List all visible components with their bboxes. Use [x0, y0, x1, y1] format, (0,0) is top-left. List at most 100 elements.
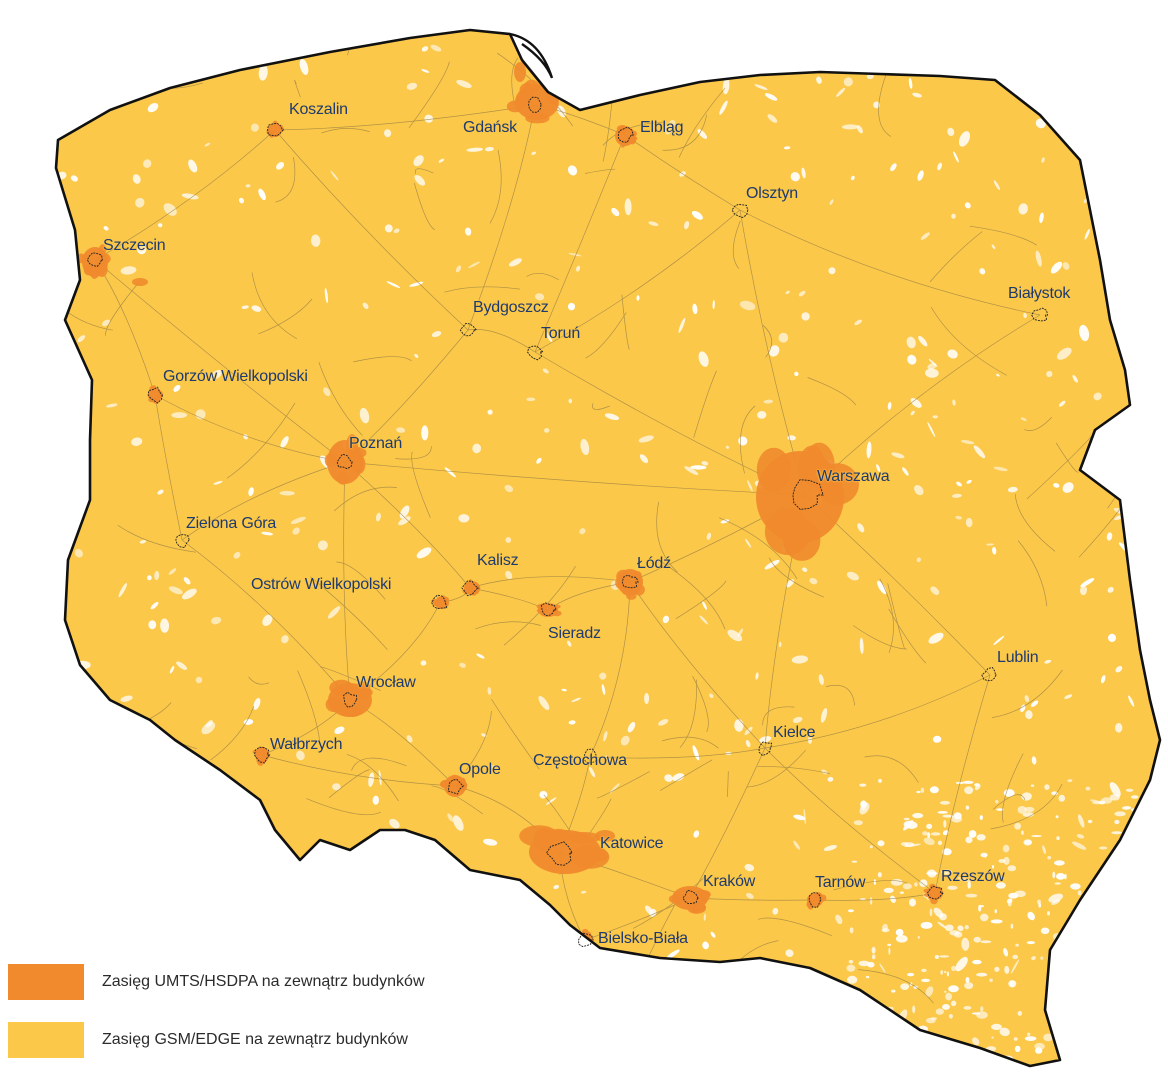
no-coverage-gap [62, 781, 76, 792]
no-coverage-gap [864, 1021, 871, 1028]
no-coverage-gap [1061, 46, 1075, 58]
minor-road [726, 771, 729, 798]
no-coverage-gap [1109, 1056, 1121, 1064]
no-coverage-gap [900, 842, 909, 846]
no-coverage-gap [201, 721, 216, 735]
umts-area-lobe [252, 750, 258, 754]
minor-road [336, 561, 386, 600]
no-coverage-gap [876, 464, 881, 472]
no-coverage-gap [1140, 926, 1147, 930]
no-coverage-gap [456, 80, 472, 88]
no-coverage-gap [1107, 586, 1114, 593]
no-coverage-gap [974, 783, 980, 787]
no-coverage-gap [493, 950, 501, 959]
no-coverage-gap [792, 716, 803, 723]
no-coverage-gap [990, 919, 1003, 924]
umts-area-lobe [266, 128, 272, 135]
city-boundary-szc [86, 252, 103, 268]
minor-road [762, 706, 795, 726]
umts-area-wal [255, 747, 269, 763]
no-coverage-gap [870, 1017, 875, 1023]
no-coverage-gap [135, 197, 145, 208]
no-coverage-gap [956, 481, 962, 487]
no-coverage-gap [158, 223, 163, 228]
no-coverage-gap [98, 829, 105, 838]
city-label-bydgoszcz: Bydgoszcz [473, 299, 549, 316]
no-coverage-gap [406, 82, 418, 90]
no-coverage-gap [1140, 1038, 1146, 1045]
minor-road [991, 669, 1063, 718]
legend-swatch-gsm [8, 1022, 84, 1058]
no-coverage-gap [258, 64, 268, 81]
no-coverage-gap [648, 221, 659, 227]
no-coverage-gap [194, 812, 203, 819]
no-coverage-gap [854, 319, 863, 326]
no-coverage-gap [820, 708, 828, 723]
no-coverage-gap [1114, 723, 1123, 733]
no-coverage-gap [938, 913, 947, 921]
no-coverage-gap [903, 817, 910, 821]
no-coverage-gap [1109, 979, 1116, 988]
no-coverage-gap [793, 840, 801, 850]
minor-road [486, 968, 566, 984]
no-coverage-gap [392, 1005, 399, 1010]
umts-area-lobe [432, 602, 440, 607]
no-coverage-gap [932, 415, 938, 419]
umts-area-lobe [550, 604, 561, 610]
no-coverage-gap [909, 898, 916, 907]
no-coverage-gap [964, 982, 974, 990]
no-coverage-gap [361, 940, 372, 946]
minor-road [718, 517, 798, 580]
no-coverage-gap [334, 726, 345, 735]
no-coverage-gap [937, 162, 943, 171]
no-coverage-gap [755, 672, 759, 680]
no-coverage-gap [891, 452, 905, 459]
umts-area-lobe [272, 120, 278, 126]
city-boundaries [86, 96, 1049, 948]
minor-road [678, 87, 726, 158]
city-boundary-bia [1031, 307, 1049, 322]
no-coverage-gap [1027, 911, 1035, 921]
no-coverage-gap [722, 78, 730, 95]
minor-road [526, 272, 559, 281]
no-coverage-gap [261, 531, 274, 536]
no-coverage-gap [859, 637, 864, 654]
no-coverage-gap [778, 641, 782, 648]
no-coverage-gap [188, 889, 193, 894]
no-coverage-gap [1014, 1045, 1021, 1053]
no-coverage-gap [536, 457, 542, 464]
no-coverage-gap [992, 865, 994, 869]
minor-road [210, 705, 255, 761]
no-coverage-gap [907, 354, 917, 365]
city-label-kalisz: Kalisz [477, 552, 519, 569]
no-coverage-gap [1120, 943, 1133, 950]
city-boundary-byd [459, 322, 478, 337]
no-coverage-gap [937, 921, 947, 929]
no-coverage-gap [205, 720, 213, 728]
no-coverage-gap [965, 805, 970, 810]
no-coverage-gap [1054, 882, 1061, 885]
no-coverage-gap [966, 479, 972, 484]
no-coverage-gap [783, 146, 791, 150]
umts-area-lobe [615, 577, 626, 589]
no-coverage-gap [767, 114, 778, 123]
no-coverage-gap [802, 567, 808, 572]
umts-area-lobe [764, 508, 811, 555]
no-coverage-gap [986, 543, 994, 546]
city-boundary-elb [617, 126, 634, 143]
no-coverage-gap [616, 80, 626, 85]
city-label-bialystok: Białystok [1008, 285, 1071, 302]
minor-road [117, 524, 196, 553]
no-coverage-gap [877, 840, 885, 847]
minor-road [251, 272, 297, 340]
no-coverage-gap [1115, 924, 1120, 932]
no-coverage-gap [74, 548, 83, 558]
no-coverage-gap [292, 527, 300, 535]
no-coverage-gap [818, 54, 827, 61]
no-coverage-gap [1002, 844, 1010, 853]
no-coverage-gap [176, 73, 186, 81]
no-coverage-gap [148, 620, 157, 630]
minor-road [351, 757, 407, 771]
no-coverage-gap [759, 736, 772, 743]
no-coverage-gap [328, 930, 344, 940]
